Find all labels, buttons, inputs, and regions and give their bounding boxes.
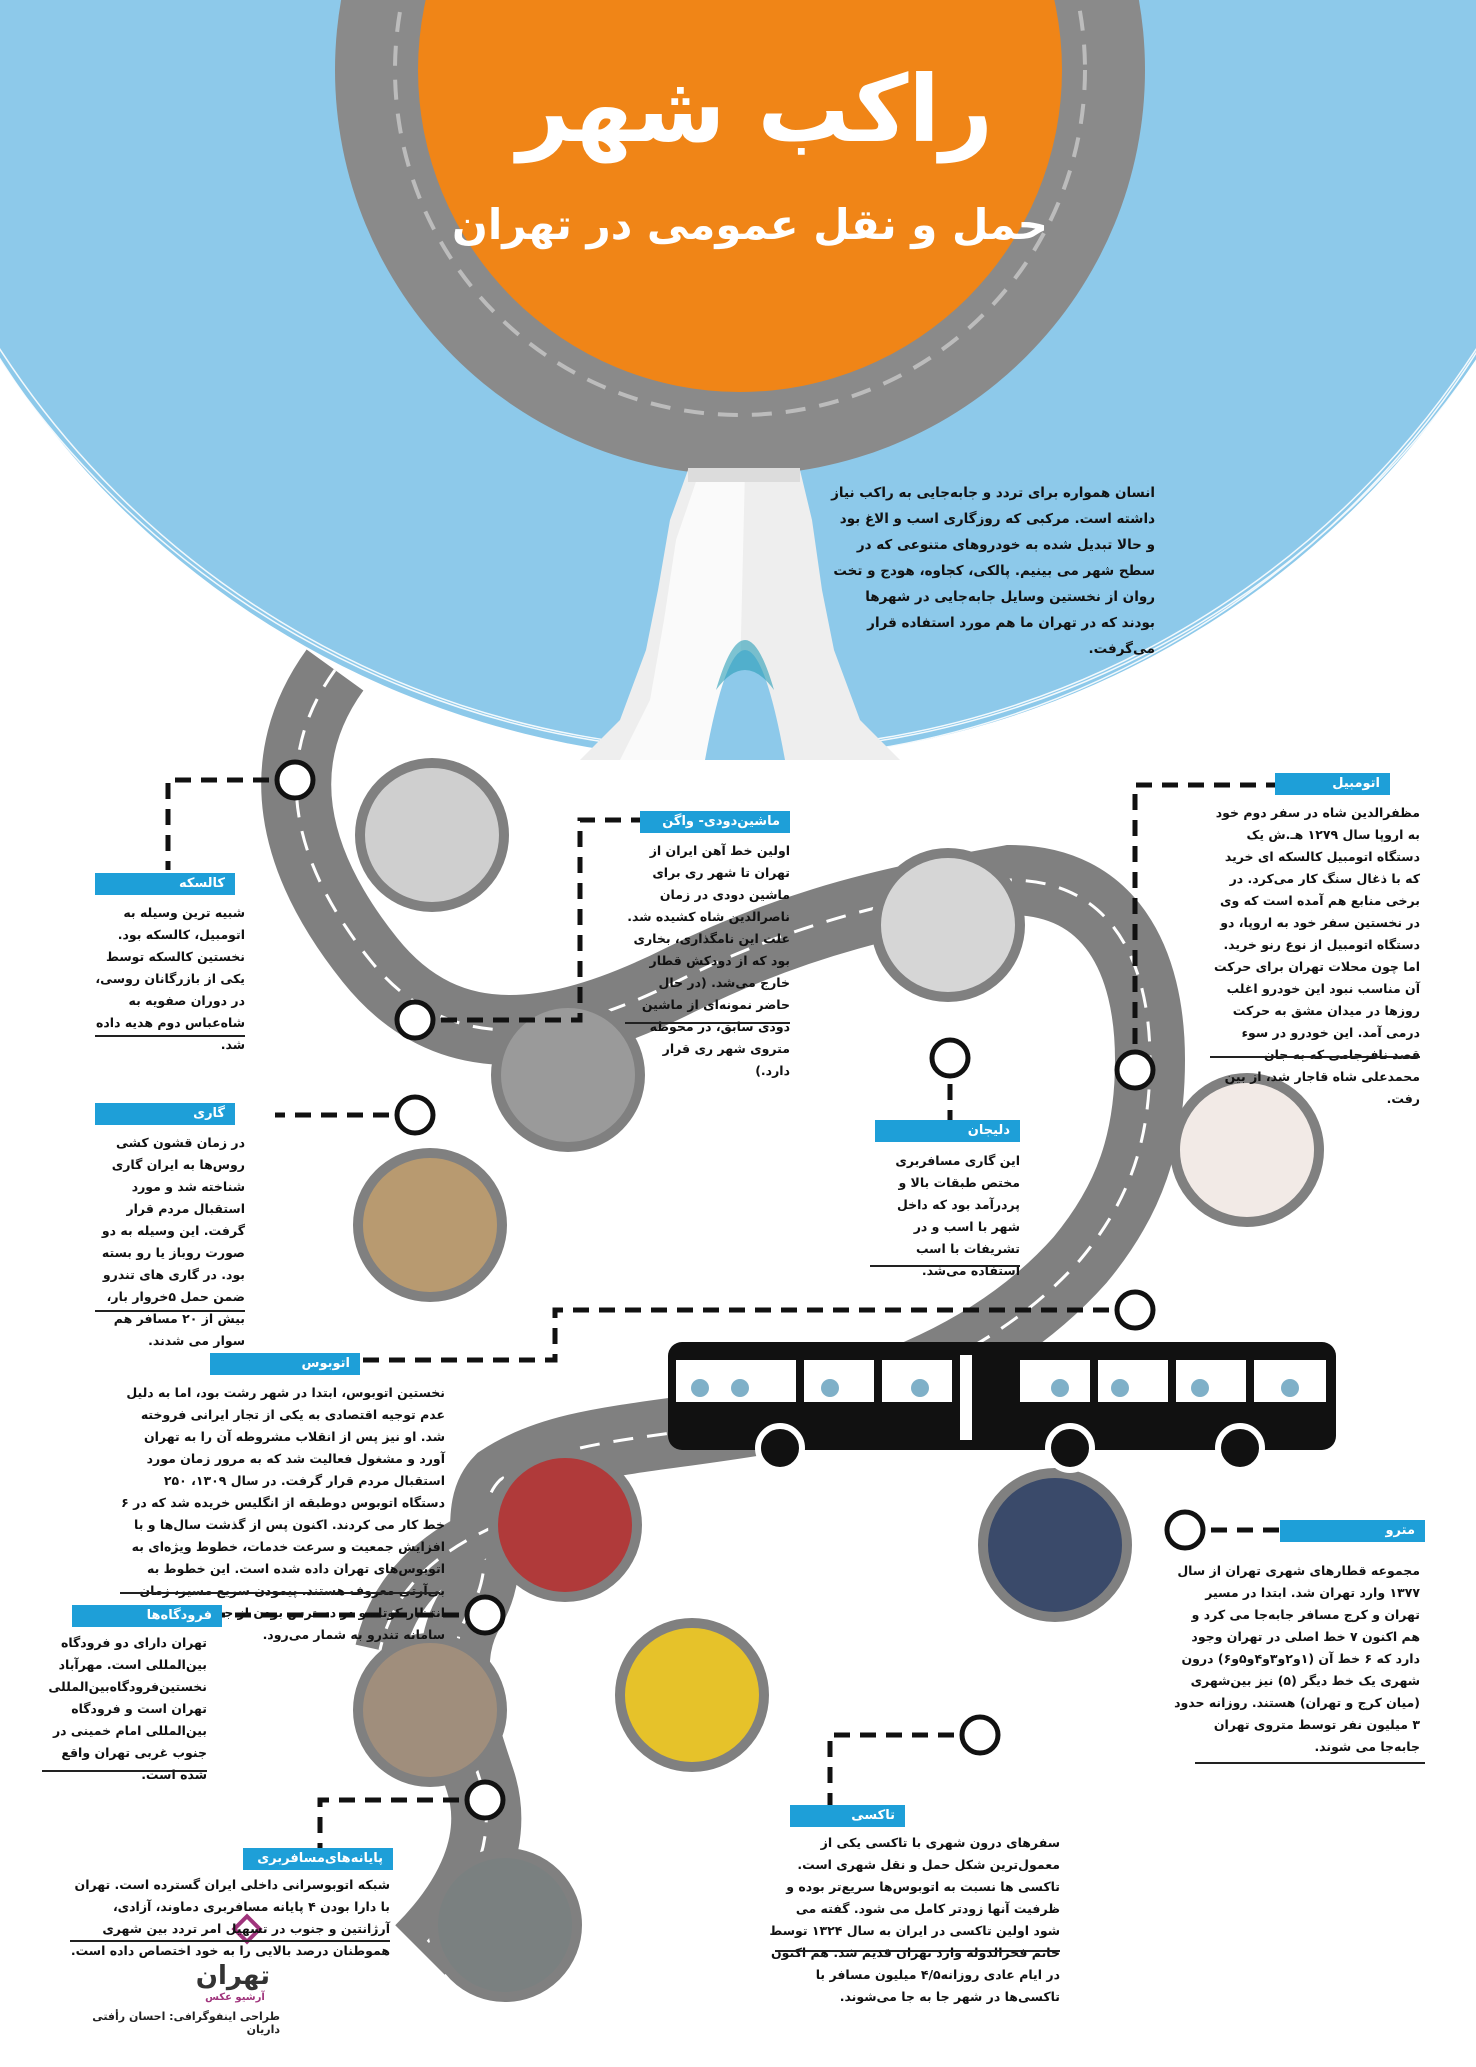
label-otomobil: اتومبیل: [1275, 773, 1390, 795]
rule-forudgah: [42, 1770, 207, 1772]
footer-credit: طراحی اینفوگرافی: احسان رأفتی داریان: [92, 2010, 280, 2036]
text-payane: شبکه اتوبوسرانی داخلی ایران گسترده است. …: [70, 1877, 390, 1958]
label-metro: مترو: [1280, 1520, 1425, 1542]
text-gari: در زمان قشون کشی روس‌ها به ایران گاری شن…: [101, 1135, 245, 1348]
label-forudgah: فرودگاه‌ها: [72, 1605, 222, 1627]
photo-payane: [428, 1848, 582, 2002]
rule-payane: [70, 1940, 390, 1942]
text-otobus: نخستین اتوبوس، ابتدا در شهر رشت بود، اما…: [121, 1385, 445, 1642]
header-disc: [418, 0, 1062, 392]
photo-mashin-dudi: [491, 998, 645, 1152]
photo-taxi: [615, 1618, 769, 1772]
header-ring-dashes: [393, 0, 1087, 417]
label-dolijan: دلیجان: [875, 1120, 1020, 1142]
text-metro: مجموعه قطارهای شهری تهران از سال ۱۳۷۷ وا…: [1174, 1563, 1420, 1754]
page-subtitle: حمل و نقل عمومی در تهران: [452, 200, 1048, 249]
bus-icon: [668, 1342, 1336, 1473]
label-mashin-dudi: ماشین‌دودی- واگن اسبی: [640, 811, 790, 851]
photo-circles: [353, 758, 1324, 2002]
rule-kaleske: [95, 1035, 245, 1037]
rule-taxi: [775, 1950, 1060, 1952]
photo-kaleske: [355, 758, 509, 912]
text-forudgah: تهران دارای دو فرودگاه بین‌المللی است. م…: [48, 1635, 207, 1782]
rule-dolijan: [870, 1265, 1020, 1267]
photo-metro: [978, 1468, 1132, 1622]
page-title: راکب شهر: [517, 56, 993, 163]
rule-gari: [95, 1310, 245, 1312]
photo-dolijan: [871, 848, 1025, 1002]
photo-gari: [353, 1148, 507, 1302]
footer-logo-sub: آرشیو عکس: [205, 1992, 265, 2003]
rule-otomobil: [1210, 1056, 1420, 1058]
rule-otobus: [120, 1592, 440, 1594]
rule-metro: [1195, 1762, 1425, 1764]
text-mashin-dudi: اولین خط آهن ایران از تهران تا شهر ری بر…: [627, 843, 790, 1078]
intro-text: انسان همواره برای تردد و جابه‌جایی به را…: [831, 485, 1155, 657]
label-kaleske: کالسکه: [95, 873, 235, 895]
connectors: [165, 777, 1290, 1850]
text-kaleske: شبیه ترین وسیله به اتومبیل، کالسکه بود. …: [95, 905, 245, 1052]
azadi-tower-icon: [580, 468, 900, 760]
footer-logo-text: تهران: [195, 1961, 270, 1991]
photo-forudgah: [353, 1633, 507, 1787]
label-taxi: تاکسی: [790, 1805, 905, 1827]
connector-nodes: [274, 759, 1206, 1821]
label-payane: پایانه‌های‌مسافربری: [243, 1848, 393, 1870]
photo-otobus: [488, 1448, 642, 1602]
rule-mashin-dudi: [625, 1022, 790, 1024]
text-taxi: سفرهای درون شهری با تاکسی یکی از معمول‌ت…: [769, 1835, 1060, 2004]
text-dolijan: این گاری مسافربری مختص طبقات بالا و پردر…: [895, 1153, 1020, 1278]
label-gari: گاری: [95, 1103, 235, 1125]
photo-otomobil: [1170, 1073, 1324, 1227]
text-otomobil: مظفرالدین شاه در سفر دوم خود به اروپا سا…: [1214, 805, 1420, 1106]
label-otobus: اتوبوس: [210, 1353, 360, 1375]
